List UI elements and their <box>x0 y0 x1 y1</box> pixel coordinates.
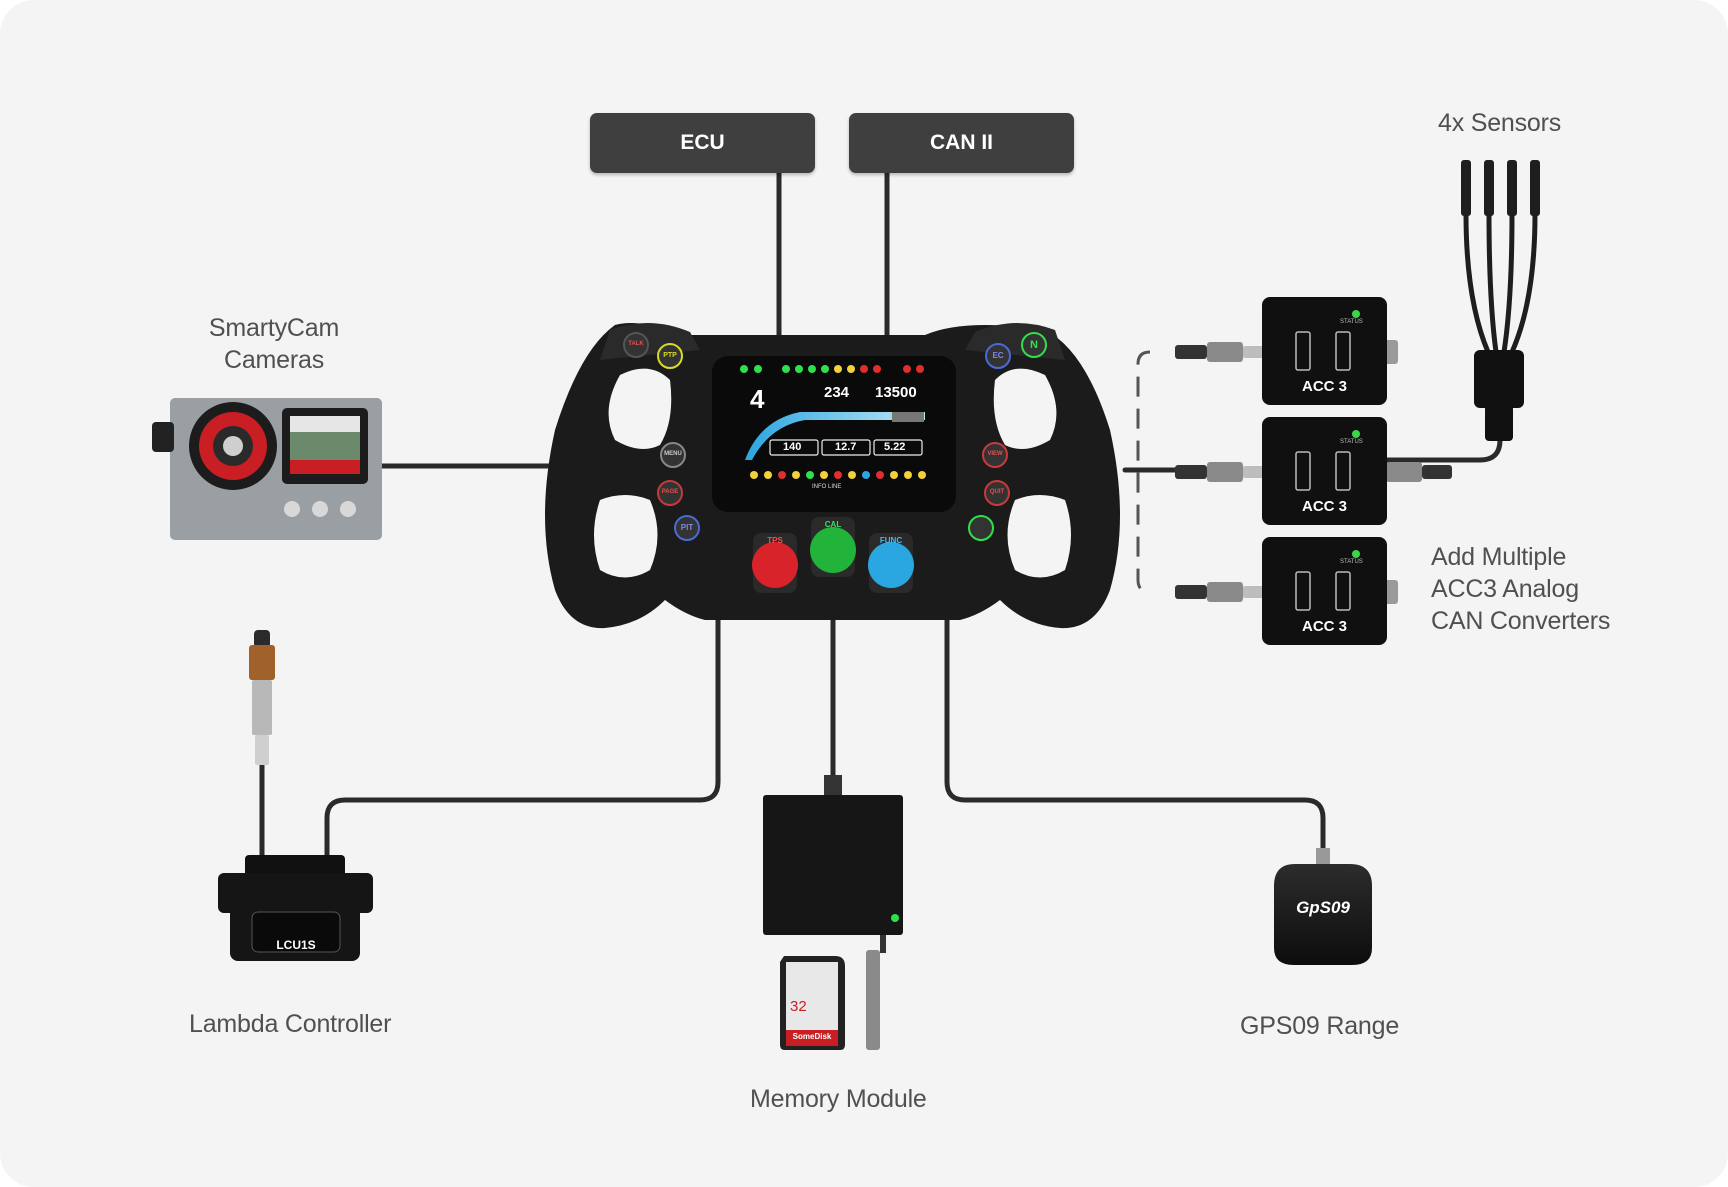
button-page[interactable]: PAGE <box>661 489 679 495</box>
acc3-label-line3: CAN Converters <box>1431 607 1611 635</box>
dash-speed: 234 <box>824 384 850 401</box>
can2-tag: CAN II <box>849 113 1074 173</box>
button-quit[interactable]: QUIT <box>989 489 1005 495</box>
acc3-module-2 <box>1262 417 1387 525</box>
knob-cal-label: CAL <box>824 520 842 529</box>
rotary-knobs <box>752 517 914 593</box>
dash-oil-p: 12.7 <box>835 441 857 453</box>
button-ptp[interactable]: PTP <box>663 352 677 359</box>
memory-module <box>763 775 903 1050</box>
acc3-status-3: STATUS <box>1340 559 1363 565</box>
lambda-sensor <box>249 630 275 765</box>
acc3-status-1: STATUS <box>1340 319 1363 325</box>
gps-label: GPS09 Range <box>1240 1012 1400 1040</box>
acc3-label-2: ACC 3 <box>1301 498 1347 515</box>
cable-sensor-hub <box>1382 417 1503 463</box>
steering-wheel <box>545 322 1120 629</box>
knob-func-label: FUNC <box>879 536 903 545</box>
button-menu[interactable]: MENU <box>664 451 682 457</box>
warning-icons <box>750 471 926 479</box>
acc3-module-1 <box>1262 297 1387 405</box>
acc3-label-3: ACC 3 <box>1301 618 1347 635</box>
smartycam-label-line2: Cameras <box>223 346 325 374</box>
button-pit[interactable]: PIT <box>680 523 694 532</box>
dash-rpm: 13500 <box>875 384 917 401</box>
button-view[interactable]: VIEW <box>987 451 1003 457</box>
ecu-tag: ECU <box>590 113 815 173</box>
knob-tps-label: TPS <box>767 536 783 545</box>
gps-brand: GpS09 <box>1296 898 1350 917</box>
memory-label: Memory Module <box>750 1085 927 1113</box>
acc3-label-line1: Add Multiple <box>1431 543 1567 571</box>
cable-gps <box>944 612 1326 853</box>
smartycam-label-line1: SmartyCam <box>208 314 340 342</box>
dash-water-temp: 140 <box>783 441 802 453</box>
sensor-harness <box>1461 160 1540 441</box>
acc3-label-line2: ACC3 Analog <box>1431 575 1579 603</box>
acc3-chain-dashed <box>1136 350 1151 594</box>
smartycam-device <box>152 398 382 540</box>
acc3-label-1: ACC 3 <box>1301 378 1347 395</box>
shift-lights <box>740 365 924 373</box>
gps-device <box>1274 848 1372 965</box>
dash-gear: 4 <box>750 384 765 414</box>
lcu-device <box>218 855 373 961</box>
acc3-module-3 <box>1262 537 1387 645</box>
dash-info-line: INFO LINE <box>812 484 842 490</box>
dash-turbo: 5.22 <box>884 441 906 453</box>
wheel-buttons-left <box>623 332 700 541</box>
button-talk[interactable]: TALK <box>628 341 644 347</box>
button-ec[interactable]: EC <box>992 351 1004 360</box>
sd-brand: SomeDisk <box>792 1032 832 1041</box>
acc3-connectors <box>1175 340 1452 604</box>
acc3-status-2: STATUS <box>1340 439 1363 445</box>
lambda-label: Lambda Controller <box>189 1010 392 1038</box>
wheel-buttons-right <box>968 332 1047 541</box>
sensors-label: 4x Sensors <box>1438 109 1562 137</box>
cables <box>259 167 1503 863</box>
sd-size: 32 <box>790 998 807 1015</box>
button-n[interactable]: N <box>1030 339 1038 351</box>
lcu-label: LCU1S <box>276 938 316 952</box>
smartycam-label: SmartyCam Cameras <box>185 312 363 376</box>
cable-lambda <box>324 612 721 858</box>
acc3-label: Add Multiple ACC3 Analog CAN Converters <box>1431 541 1610 637</box>
